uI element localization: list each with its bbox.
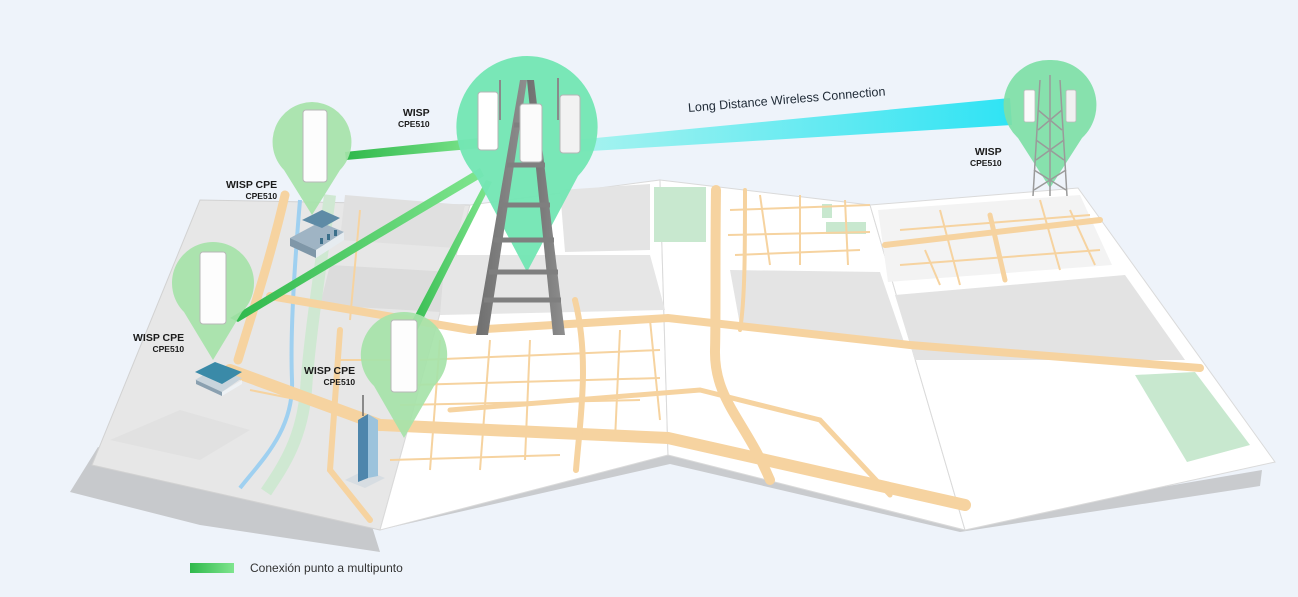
legend-swatch bbox=[190, 563, 234, 573]
map-park bbox=[1135, 372, 1250, 462]
node-model: CPE510 bbox=[398, 118, 430, 129]
folded-map bbox=[91, 179, 1276, 531]
map-park bbox=[654, 187, 706, 242]
legend-label: Conexión punto a multipunto bbox=[250, 561, 403, 575]
label-cpe-left: WISP CPE CPE510 bbox=[133, 332, 185, 354]
link-cyan bbox=[575, 98, 1012, 152]
node-title: WISP bbox=[974, 146, 1002, 158]
map-block bbox=[110, 410, 250, 460]
node-title: WISP CPE bbox=[226, 179, 278, 191]
cpe-device-icon bbox=[390, 319, 418, 393]
legend: Conexión punto a multipunto bbox=[190, 561, 403, 575]
map-park bbox=[822, 204, 832, 218]
building-skyscraper-icon bbox=[345, 395, 385, 488]
building-house-icon bbox=[195, 362, 242, 396]
cpe-device-icon bbox=[302, 109, 328, 183]
label-tower-right: WISP CPE510 bbox=[970, 146, 1002, 168]
cpe-device-icon bbox=[199, 251, 227, 325]
tower-right bbox=[1003, 59, 1097, 197]
map-river bbox=[238, 199, 302, 490]
link-green bbox=[230, 168, 484, 322]
node-model: CPE510 bbox=[323, 376, 356, 387]
cpe-device-icon bbox=[477, 91, 499, 151]
map-block bbox=[895, 275, 1185, 360]
label-tower-center: WISP CPE510 bbox=[398, 107, 430, 129]
node-model: CPE510 bbox=[970, 157, 1002, 168]
cpe-device-icon bbox=[559, 94, 581, 154]
tower-center bbox=[456, 56, 598, 335]
pin-cpe-left bbox=[171, 242, 255, 360]
link-green bbox=[345, 138, 482, 160]
node-model: CPE510 bbox=[152, 343, 185, 354]
building-office-icon bbox=[290, 210, 344, 258]
label-cpe-middle: WISP CPE CPE510 bbox=[304, 365, 356, 387]
node-title: WISP bbox=[402, 107, 430, 119]
node-title: WISP CPE bbox=[304, 365, 356, 377]
node-title: WISP CPE bbox=[133, 332, 185, 344]
map-block bbox=[560, 184, 650, 252]
cpe-device-icon bbox=[1065, 89, 1077, 123]
pin-cpe-middle bbox=[360, 311, 448, 438]
label-cpe-upper-left: WISP CPE CPE510 bbox=[226, 179, 278, 201]
link-green bbox=[402, 180, 492, 345]
connection-links bbox=[230, 98, 1012, 345]
node-model: CPE510 bbox=[245, 190, 278, 201]
cpe-device-icon bbox=[519, 103, 543, 163]
cpe-device-icon bbox=[1023, 89, 1036, 123]
pin-cpe-upper-left bbox=[272, 102, 352, 215]
